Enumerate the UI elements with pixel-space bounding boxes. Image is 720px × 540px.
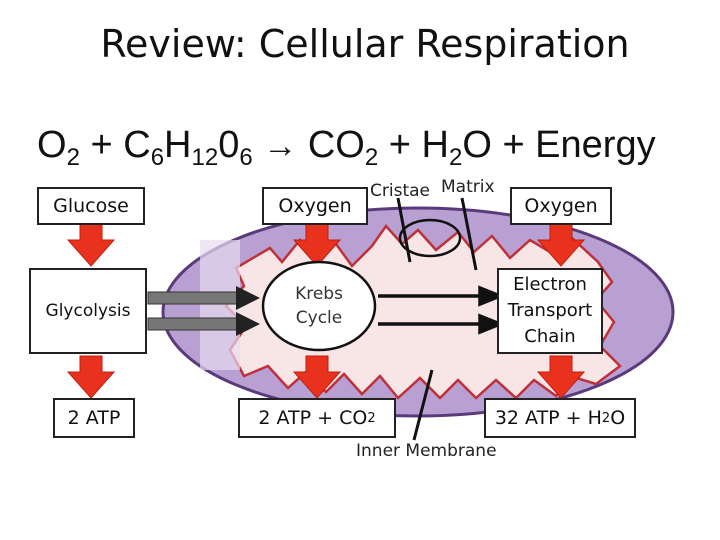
down-arrow-oxygen-right <box>536 223 586 267</box>
down-arrow-oxygen-left <box>292 223 342 267</box>
crista-loop <box>398 218 462 258</box>
cristae-pointer <box>396 197 412 263</box>
cristae-label: Cristae <box>370 181 430 201</box>
inner-membrane-pointer <box>412 369 434 441</box>
krebs-line-2: Cycle <box>295 308 343 328</box>
etc-line-3: Chain <box>524 326 576 347</box>
inner-membrane-label: Inner Membrane <box>356 441 497 461</box>
etc-line-2: Transport <box>507 300 593 321</box>
respiration-equation: O2 + C6H1206 → CO2 + H2O + Energy <box>37 124 656 171</box>
krebs-cycle-label: Krebs Cycle <box>262 262 376 350</box>
etc-line-1: Electron <box>513 274 587 295</box>
matrix-label: Matrix <box>441 177 495 197</box>
krebs-line-1: Krebs <box>295 284 343 304</box>
atp-glycolysis-box: 2 ATP <box>53 398 135 438</box>
glucose-box: Glucose <box>37 187 145 225</box>
krebs-cycle-circle <box>261 260 377 352</box>
glycolysis-box: Glycolysis <box>29 268 147 354</box>
down-arrow-glucose <box>66 223 116 267</box>
matrix-pointer <box>460 197 478 271</box>
flow-arrows-red <box>66 223 586 399</box>
down-arrow-etc <box>536 355 586 399</box>
yields-arrow-icon: → <box>263 127 298 165</box>
page-title: Review: Cellular Respiration <box>100 22 630 66</box>
down-arrow-glycolysis <box>66 355 116 399</box>
glycolysis-shading <box>200 240 240 370</box>
down-arrow-krebs <box>292 355 342 399</box>
flow-arrows-black <box>378 285 505 335</box>
flow-arrows-gray <box>147 286 260 336</box>
oxygen-box-left: Oxygen <box>262 187 368 225</box>
oxygen-box-right: Oxygen <box>510 187 612 225</box>
electron-transport-chain-box: Electron Transport Chain <box>497 268 603 354</box>
